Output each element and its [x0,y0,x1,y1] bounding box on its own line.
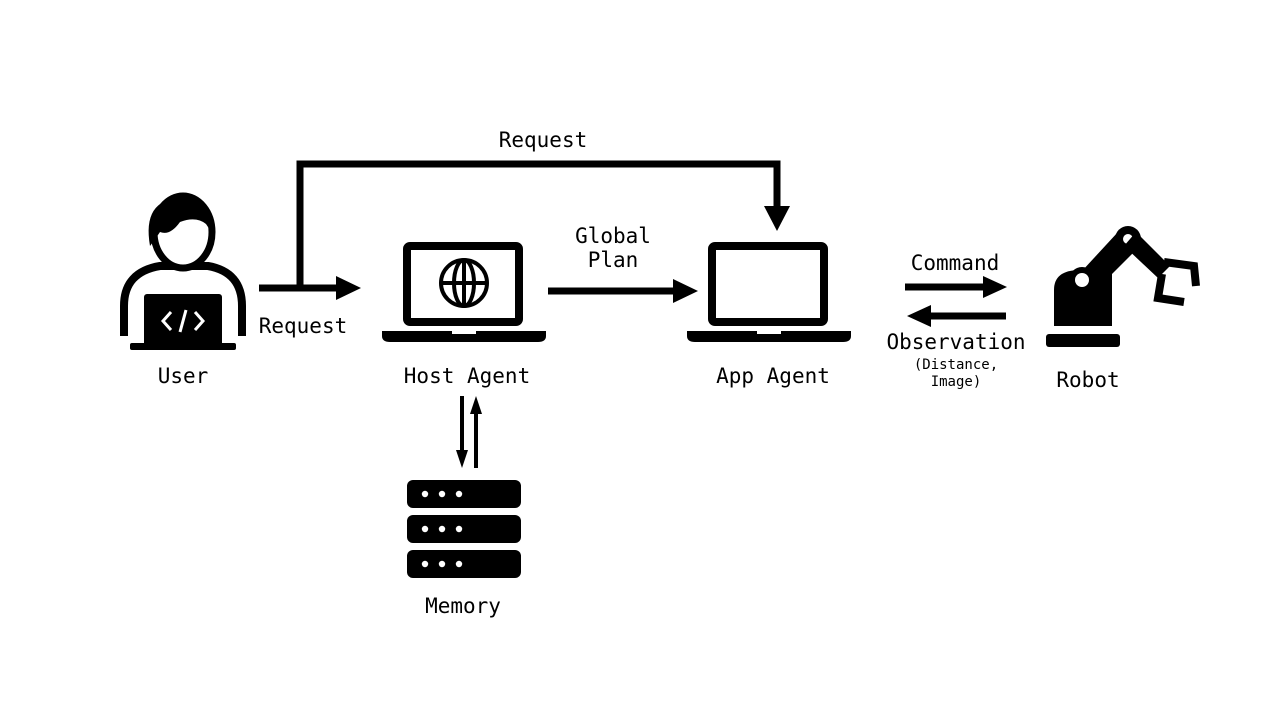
robot-to-app-arrow [907,305,1006,327]
memory-to-host-arrow [470,396,482,468]
global-plan-label: Global Plan [558,226,668,271]
robot-arm-icon [1046,226,1200,347]
observation-detail-line1: (Distance, [913,357,999,373]
app-agent-label: App Agent [716,364,830,388]
developer-icon [120,192,246,350]
command-label: Command [910,251,1000,275]
observation-detail-label: (Distance, Image) [896,358,1016,389]
user-to-app-request-label: Request [498,128,588,152]
robot-label: Robot [1056,368,1120,392]
observation-label: Observation [886,330,1026,354]
server-stack-icon [407,480,521,578]
laptop-globe-icon [382,242,546,342]
host-to-memory-arrow [456,396,468,468]
host-to-app-arrow [548,279,698,303]
host-agent-label: Host Agent [403,364,531,388]
global-plan-line1: Global [575,224,651,248]
global-plan-line2: Plan [587,248,639,272]
memory-label: Memory [425,594,501,618]
app-to-robot-arrow [905,276,1007,298]
user-to-host-request-label: Request [258,314,348,338]
user-label: User [157,364,209,388]
laptop-icon [687,242,851,342]
user-to-app-arrow [296,160,790,290]
user-to-host-arrow [259,276,361,300]
observation-detail-line2: Image) [930,374,982,390]
